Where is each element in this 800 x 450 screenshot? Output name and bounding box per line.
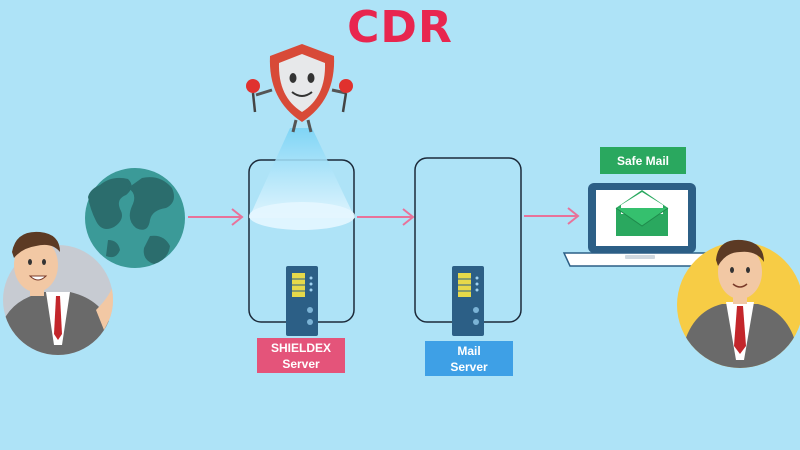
envelope-icon	[615, 190, 669, 236]
shieldex-label-line1: SHIELDEX	[270, 340, 331, 355]
mail-label-line1: Mail	[457, 343, 481, 358]
sender-person-avatar	[3, 231, 113, 355]
globe-icon	[85, 168, 185, 268]
shieldex-label-line2: Server	[282, 356, 320, 371]
scan-beam	[249, 128, 355, 230]
server-icon	[286, 266, 318, 336]
mail-server-icon	[452, 266, 484, 336]
mail-server-label: Mail Server	[425, 341, 513, 376]
shieldex-server-label: SHIELDEX Server	[257, 338, 345, 373]
safe-mail-text: Safe Mail	[616, 153, 670, 168]
mail-label-line2: Server	[450, 359, 488, 374]
arrow-mail-to-laptop	[524, 207, 580, 225]
recipient-person-avatar	[677, 239, 800, 368]
safe-mail-label: Safe Mail	[600, 147, 686, 174]
shield-mascot-icon	[246, 44, 353, 133]
diagram-title: CDR	[347, 2, 453, 53]
arrow-globe-to-shieldex	[188, 208, 244, 226]
arrow-shieldex-to-mail	[357, 208, 415, 226]
